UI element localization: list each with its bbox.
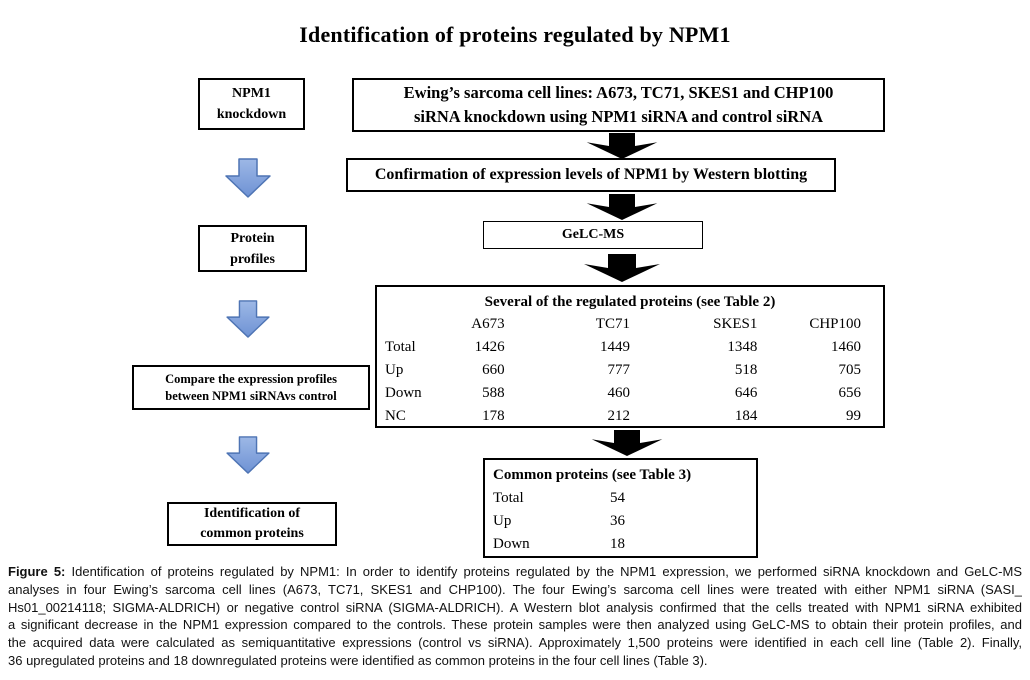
table-cell: 646 xyxy=(734,385,758,401)
table-row: Up 36 xyxy=(493,510,748,533)
figure-label: Figure 5: xyxy=(8,564,66,579)
flow-box-protein-profiles: Protein profiles xyxy=(198,225,307,272)
table-row: Down 588 460 646 656 xyxy=(385,382,875,405)
table-cell: 99 xyxy=(846,408,861,424)
table-cell: 184 xyxy=(734,408,758,424)
flow-box-cell-lines: Ewing’s sarcoma cell lines: A673, TC71, … xyxy=(352,78,885,132)
table-cell: 1426 xyxy=(474,339,505,355)
flow-box-identification-common: Identification of common proteins xyxy=(167,502,337,546)
flow-box-line: profiles xyxy=(230,251,275,267)
table-cell: 660 xyxy=(482,362,505,378)
table-cell: 588 xyxy=(482,385,505,401)
flow-box-compare-profiles: Compare the expression profiles between … xyxy=(132,365,370,410)
table-row: Down 18 xyxy=(493,533,748,556)
blue-down-arrow-icon xyxy=(225,158,271,198)
flow-box-line: Ewing’s sarcoma cell lines: A673, TC71, … xyxy=(403,83,834,102)
caption-line: a significant decrease in the NPM1 expre… xyxy=(8,617,1022,633)
table-cell: 36 xyxy=(610,513,625,529)
flow-box-line: NPM1 xyxy=(232,86,271,101)
table-header-cell: SKES1 xyxy=(713,316,758,332)
flow-box-npm1-knockdown: NPM1 knockdown xyxy=(198,78,305,130)
caption-line: Figure 5: Identification of proteins reg… xyxy=(8,563,1022,581)
caption-line: 36 upregulated proteins and 18 downregul… xyxy=(8,652,708,668)
caption-text: Identification of proteins regulated by … xyxy=(65,564,1022,579)
table-header-row: A673 TC71 SKES1 CHP100 xyxy=(385,313,875,336)
flow-box-line: knockdown xyxy=(216,107,287,122)
page-title: Identification of proteins regulated by … xyxy=(299,22,731,47)
flow-box-gelcms: GeLC-MS xyxy=(483,221,703,249)
regulated-proteins-table: A673 TC71 SKES1 CHP100 Total 1426 1449 1… xyxy=(385,313,875,428)
table-header-cell xyxy=(385,313,447,336)
table-cell: 54 xyxy=(610,490,625,506)
table-header-cell: CHP100 xyxy=(809,316,861,332)
regulated-proteins-table-box: Several of the regulated proteins (see T… xyxy=(375,285,885,428)
flow-box-line: common proteins xyxy=(200,526,304,541)
table-row: Total 1426 1449 1348 1460 xyxy=(385,336,875,359)
table-cell: Total xyxy=(493,490,524,506)
common-proteins-table-title: Common proteins (see Table 3) xyxy=(493,467,692,483)
caption-line: the acquired data were calculated as sem… xyxy=(8,635,1022,651)
table-cell: Down xyxy=(493,536,530,552)
black-down-arrow-icon xyxy=(589,430,665,456)
flow-box-line: between NPM1 siRNAvs control xyxy=(165,388,337,403)
flow-box-line: Protein xyxy=(230,230,275,246)
black-down-arrow-icon xyxy=(584,133,660,159)
table-cell: 1348 xyxy=(727,339,758,355)
common-proteins-table-box: Common proteins (see Table 3) Total 54 U… xyxy=(483,458,758,558)
table-cell: NC xyxy=(385,408,406,424)
table-header-cell: TC71 xyxy=(595,316,630,332)
table-cell: 1460 xyxy=(831,339,861,355)
figure-caption: Figure 5: Identification of proteins reg… xyxy=(8,563,1022,670)
black-down-arrow-icon xyxy=(584,194,660,220)
blue-down-arrow-icon xyxy=(225,300,271,338)
table-header-cell: A673 xyxy=(471,316,505,332)
flow-box-line: siRNA knockdown using NPM1 siRNA and con… xyxy=(413,107,824,126)
table-cell: Up xyxy=(385,362,404,378)
table-cell: 212 xyxy=(607,408,630,424)
table-cell: 705 xyxy=(838,362,862,378)
table-cell: 777 xyxy=(607,362,630,378)
flow-box-confirmation: Confirmation of expression levels of NPM… xyxy=(346,158,836,192)
table-cell: 518 xyxy=(734,362,758,378)
table-cell: 1449 xyxy=(599,339,630,355)
table-cell: Down xyxy=(385,385,422,401)
table-cell: 178 xyxy=(482,408,505,424)
caption-line: Hs01_00214118; SIGMA-ALDRICH) or negativ… xyxy=(8,599,1022,615)
blue-down-arrow-icon xyxy=(225,436,271,474)
table-cell: 18 xyxy=(610,536,625,552)
flow-box-line: Confirmation of expression levels of NPM… xyxy=(374,166,808,183)
table-cell: 656 xyxy=(838,385,862,401)
flow-box-line: Identification of xyxy=(203,506,301,521)
table-cell: Total xyxy=(385,339,416,355)
flow-box-line: GeLC-MS xyxy=(561,227,625,243)
table-row: NC 178 212 184 99 xyxy=(385,405,875,428)
table-cell: Up xyxy=(493,513,512,529)
table-row: Up 660 777 518 705 xyxy=(385,359,875,382)
caption-line: analyses in four Ewing’s sarcoma cell li… xyxy=(8,581,1022,597)
table-row: Total 54 xyxy=(493,487,748,510)
regulated-proteins-table-title: Several of the regulated proteins (see T… xyxy=(484,294,776,310)
table-cell: 460 xyxy=(607,385,630,401)
black-down-arrow-icon xyxy=(584,253,660,283)
flow-box-line: Compare the expression profiles xyxy=(165,371,337,386)
